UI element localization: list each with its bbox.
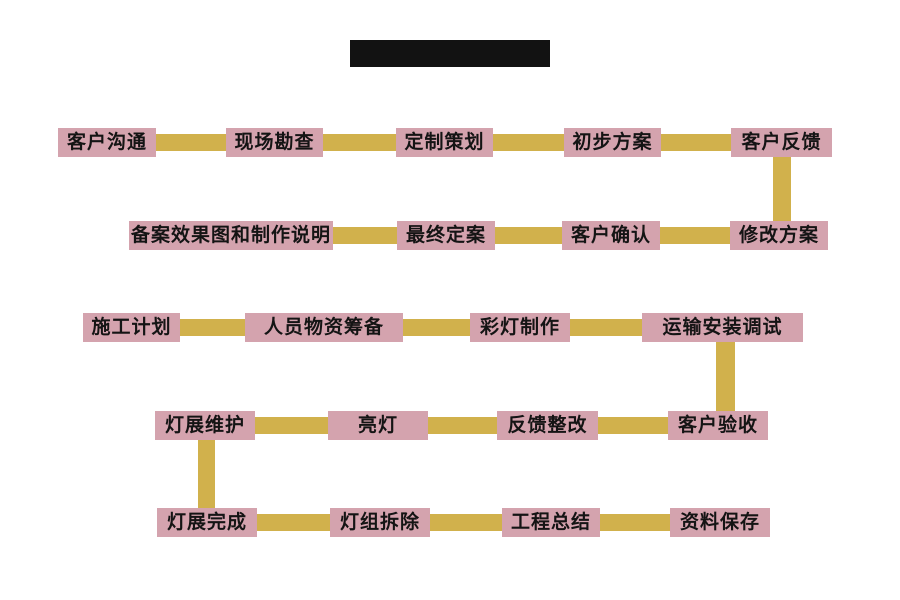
- connector-h-row1-3: [493, 134, 564, 151]
- node-lighting-up: 亮灯: [328, 411, 428, 440]
- connector-h-row1-4: [661, 134, 731, 151]
- connector-h-row2-1: [333, 227, 397, 244]
- connector-v-maintenance-to-completion: [198, 440, 215, 508]
- node-site-survey: 现场勘查: [226, 128, 323, 157]
- node-custom-planning: 定制策划: [396, 128, 493, 157]
- node-preliminary-plan: 初步方案: [564, 128, 661, 157]
- connector-h-row3-1: [180, 319, 245, 336]
- connector-h-row1-2: [323, 134, 396, 151]
- title-bar: [350, 40, 550, 67]
- connector-v-installation-to-acceptance: [716, 342, 735, 411]
- connector-h-row5-1: [257, 514, 330, 531]
- connector-h-row2-3: [660, 227, 730, 244]
- connector-h-row1-1: [156, 134, 226, 151]
- connector-v-feedback-to-revision: [773, 157, 791, 221]
- node-final-decision: 最终定案: [397, 221, 495, 250]
- node-project-summary: 工程总结: [502, 508, 600, 537]
- node-feedback-rectification: 反馈整改: [497, 411, 598, 440]
- node-customer-acceptance: 客户验收: [668, 411, 768, 440]
- node-lantern-show-completion: 灯展完成: [157, 508, 257, 537]
- node-plan-revision: 修改方案: [730, 221, 828, 250]
- node-customer-confirmation: 客户确认: [562, 221, 660, 250]
- connector-h-row4-3: [598, 417, 668, 434]
- node-lantern-show-maintenance: 灯展维护: [155, 411, 255, 440]
- node-customer-feedback: 客户反馈: [731, 128, 832, 157]
- connector-h-row4-1: [255, 417, 328, 434]
- connector-h-row4-2: [428, 417, 497, 434]
- node-lantern-dismantling: 灯组拆除: [330, 508, 430, 537]
- connector-h-row3-3: [570, 319, 642, 336]
- connector-h-row5-2: [430, 514, 502, 531]
- connector-h-row5-3: [600, 514, 670, 531]
- node-construction-plan: 施工计划: [83, 313, 180, 342]
- node-transport-installation-commissioning: 运输安装调试: [642, 313, 803, 342]
- connector-h-row3-2: [403, 319, 470, 336]
- connector-h-row2-2: [495, 227, 562, 244]
- node-customer-communication: 客户沟通: [58, 128, 156, 157]
- node-filing-renderings-production-notes: 备案效果图和制作说明: [129, 221, 333, 250]
- node-data-archiving: 资料保存: [670, 508, 770, 537]
- node-lantern-production: 彩灯制作: [470, 313, 570, 342]
- node-personnel-materials-preparation: 人员物资筹备: [245, 313, 403, 342]
